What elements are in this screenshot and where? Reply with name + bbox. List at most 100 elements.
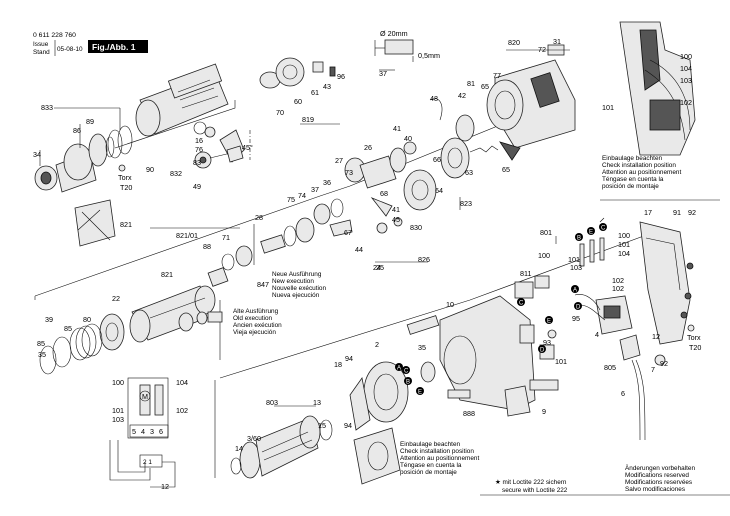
stand-label: Stand: [33, 49, 50, 56]
callout: 28: [255, 213, 263, 222]
outline-lines: [34, 100, 730, 496]
wire-marker-c2: [517, 298, 525, 306]
callout: 819: [302, 115, 314, 124]
callout: 104: [618, 249, 630, 258]
callout: 803: [266, 398, 278, 407]
callout: 2: [375, 340, 379, 349]
svg-text:Nouvelle exécution: Nouvelle exécution: [272, 285, 326, 292]
callout: 40: [404, 134, 412, 143]
callout: 100: [538, 251, 550, 260]
schematic-small-label: 2 1: [143, 459, 152, 466]
callout: 66: [433, 155, 441, 164]
gear-housing: [135, 63, 245, 163]
motor-housing-10: [406, 295, 559, 417]
wire-marker-b2: [404, 377, 412, 385]
callout: 88: [203, 242, 211, 251]
svg-text:Ancien exécution: Ancien exécution: [233, 322, 282, 329]
callout: 830: [410, 223, 422, 232]
svg-text:A: A: [397, 366, 401, 372]
wire-marker-e2: [545, 316, 553, 324]
callout: 102: [176, 406, 188, 415]
svg-text:New execution: New execution: [272, 278, 314, 285]
callout: 22: [112, 294, 120, 303]
svg-text:posición de montaje: posición de montaje: [400, 469, 457, 476]
callout: 101: [568, 255, 580, 264]
note-install-position-bottom: Einbaulage beachten Check installation p…: [400, 441, 479, 476]
callouts: 833 89 86 34 90 832 49 83 76 16 70 60 61…: [33, 37, 696, 491]
dimension-detail: Ø 20mm 0,5mm 37: [374, 29, 440, 78]
callout: 821: [120, 220, 132, 229]
armature-assembly: [230, 415, 333, 479]
callout: 92: [660, 359, 668, 368]
callout: 4: [595, 330, 599, 339]
svg-text:Attention au positionnement: Attention au positionnement: [602, 169, 681, 176]
callout: 16: [195, 136, 203, 145]
schematic-terminal-3: 3: [150, 427, 154, 436]
torx-right: Torx T20: [687, 324, 701, 352]
callout: 92: [688, 208, 696, 217]
callout: 14: [235, 444, 243, 453]
callout: 24: [373, 263, 381, 272]
callout: 101: [602, 103, 614, 112]
piston-assembly: [221, 198, 344, 271]
callout: 820: [508, 38, 520, 47]
issue-date: 05-08-10: [57, 46, 83, 53]
callout: 10: [446, 300, 454, 309]
svg-text:Neue Ausführung: Neue Ausführung: [272, 271, 322, 278]
wire-marker-d2: [538, 345, 546, 353]
callout: 888: [463, 409, 475, 418]
callout: 6: [621, 389, 625, 398]
header-block: 0 611 228 760 Issue Stand 05-08-10 Fig./…: [33, 32, 148, 56]
switch-assembly: [574, 294, 666, 441]
callout: 9: [542, 407, 546, 416]
svg-text:Salvo modificaciones: Salvo modificaciones: [625, 486, 685, 493]
callout: 90: [146, 165, 154, 174]
callout: 100: [112, 378, 124, 387]
handle-17: [639, 221, 694, 345]
svg-text:D: D: [576, 305, 581, 311]
callout: 48: [430, 94, 438, 103]
callout: 41: [392, 205, 400, 214]
callout: 71: [222, 233, 230, 242]
callout: 18: [334, 360, 342, 369]
callout: 70: [276, 108, 284, 117]
callout: 821/01: [176, 231, 198, 240]
callout: 63: [465, 168, 473, 177]
callout: 60: [294, 97, 302, 106]
callout: 31: [553, 37, 561, 46]
callout: 15: [318, 421, 326, 430]
callout: 64: [435, 186, 443, 195]
callout: 832: [170, 169, 182, 178]
svg-text:secure with Loctite 222: secure with Loctite 222: [502, 487, 568, 494]
callout: 44: [355, 245, 363, 254]
svg-text:Nueva ejecución: Nueva ejecución: [272, 292, 320, 299]
svg-text:Torx: Torx: [687, 333, 701, 342]
callout: 101: [112, 406, 124, 415]
callout: 76: [195, 145, 203, 154]
note-loctite: ★ mit Loctite 222 sichern secure with Lo…: [495, 479, 568, 494]
callout: 41: [393, 124, 401, 133]
callout: 45: [392, 215, 400, 224]
svg-text:E: E: [418, 390, 422, 396]
svg-text:E: E: [547, 319, 551, 325]
callout: 821: [161, 270, 173, 279]
hammer-tube: [129, 267, 229, 343]
mode-selector: [194, 130, 251, 169]
wiring-schematic: M 5 4 3 6 2 1: [109, 377, 176, 488]
callout: 3/60: [247, 434, 261, 443]
figure-title: Fig./Abb. 1: [92, 42, 136, 52]
callout: 96: [337, 72, 345, 81]
svg-text:posición de montaje: posición de montaje: [602, 183, 659, 190]
svg-text:Vieja ejecución: Vieja ejecución: [233, 329, 276, 336]
callout: 101: [555, 357, 567, 366]
callout: 34: [33, 150, 41, 159]
callout: 86: [73, 126, 81, 135]
callout: 80: [83, 315, 91, 324]
detail-821: [74, 199, 116, 247]
motor-housing-820: [429, 44, 576, 149]
callout: 13: [313, 398, 321, 407]
callout: 801: [540, 228, 552, 237]
bearing-assembly-819: [259, 57, 336, 89]
callout: 65: [481, 82, 489, 91]
